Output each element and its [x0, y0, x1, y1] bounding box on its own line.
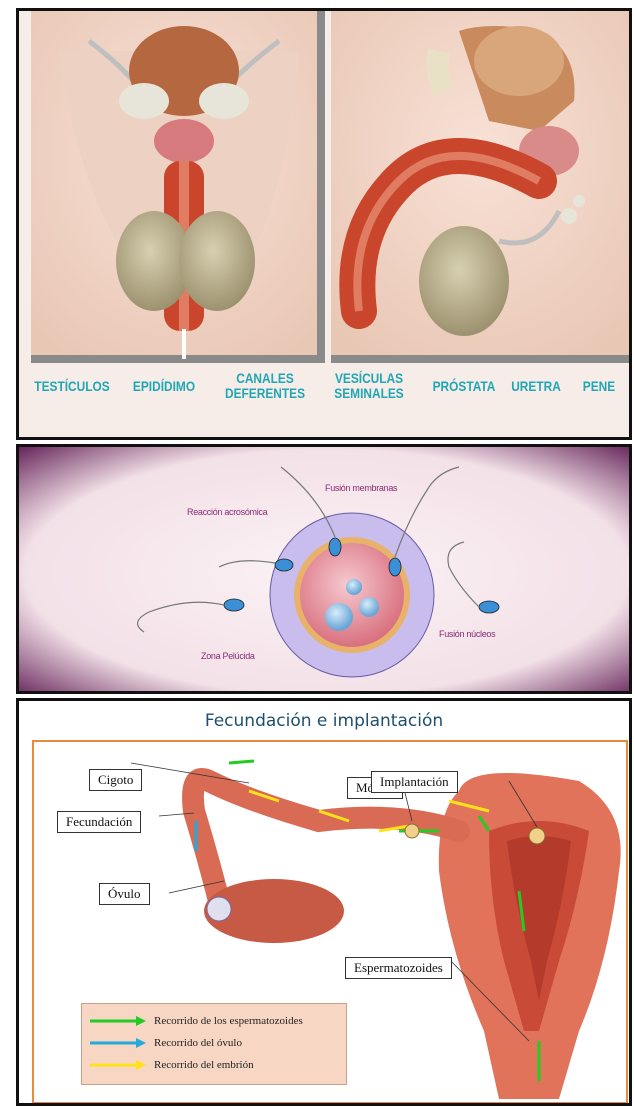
label-uretra: URETRA	[506, 379, 566, 394]
side-view	[331, 11, 631, 363]
label-fusion-nucleos: Fusión núcleos	[439, 629, 495, 639]
label-prostata: PRÓSTATA	[426, 379, 503, 394]
legend: Recorrido de los espermatozoides Recorri…	[81, 1003, 347, 1085]
label-cigoto: Cigoto	[89, 769, 142, 791]
green-arrow-icon	[90, 1015, 148, 1027]
label-vesiculas-line1: VESÍCULAS	[335, 370, 403, 386]
legend-row-embryo: Recorrido del embrión	[90, 1056, 254, 1074]
label-epididimo: EPIDÍDIMO	[126, 379, 203, 394]
label-fusion-membranas: Fusión membranas	[325, 483, 397, 493]
legend-label-ovum: Recorrido del óvulo	[154, 1037, 242, 1049]
legend-label-sperm: Recorrido de los espermatozoides	[154, 1015, 303, 1027]
label-testiculos: TESTÍCULOS	[34, 379, 111, 394]
label-vesiculas-seminales: VESÍCULAS SEMINALES	[327, 371, 412, 401]
male-anatomy-illustration	[19, 11, 632, 440]
label-pene: PENE	[574, 379, 625, 394]
legend-row-ovum: Recorrido del óvulo	[90, 1034, 242, 1052]
label-implantacion: Implantación	[371, 771, 458, 793]
label-zona-pelucida: Zona Pelúcida	[201, 651, 255, 661]
yellow-arrow-icon	[90, 1059, 148, 1071]
label-canales-deferentes: CANALES DEFERENTES	[223, 371, 308, 401]
blue-arrow-icon	[90, 1037, 148, 1049]
label-ovulo: Óvulo	[99, 883, 150, 905]
male-anatomy-panel: TESTÍCULOS EPIDÍDIMO CANALES DEFERENTES …	[16, 8, 632, 440]
label-espermatozoides: Espermatozoides	[345, 957, 452, 979]
label-fecundacion: Fecundación	[57, 811, 141, 833]
zona-pellucida	[294, 537, 410, 653]
label-reaccion-acrosomica: Reacción acrosómica	[187, 507, 267, 517]
fertilization-panel: Reacción acrosómica Fusión membranas Zon…	[16, 444, 632, 694]
label-vesiculas-line2: SEMINALES	[334, 385, 403, 401]
legend-row-sperm: Recorrido de los espermatozoides	[90, 1012, 303, 1030]
label-canales-line2: DEFERENTES	[225, 385, 305, 401]
front-view	[31, 11, 325, 363]
embryo-morula	[405, 824, 419, 838]
legend-label-embryo: Recorrido del embrión	[154, 1059, 254, 1071]
implantation-panel: Fecundación e implantación	[16, 698, 632, 1106]
label-canales-line1: CANALES	[236, 370, 294, 386]
embryo-implantation	[529, 828, 545, 844]
